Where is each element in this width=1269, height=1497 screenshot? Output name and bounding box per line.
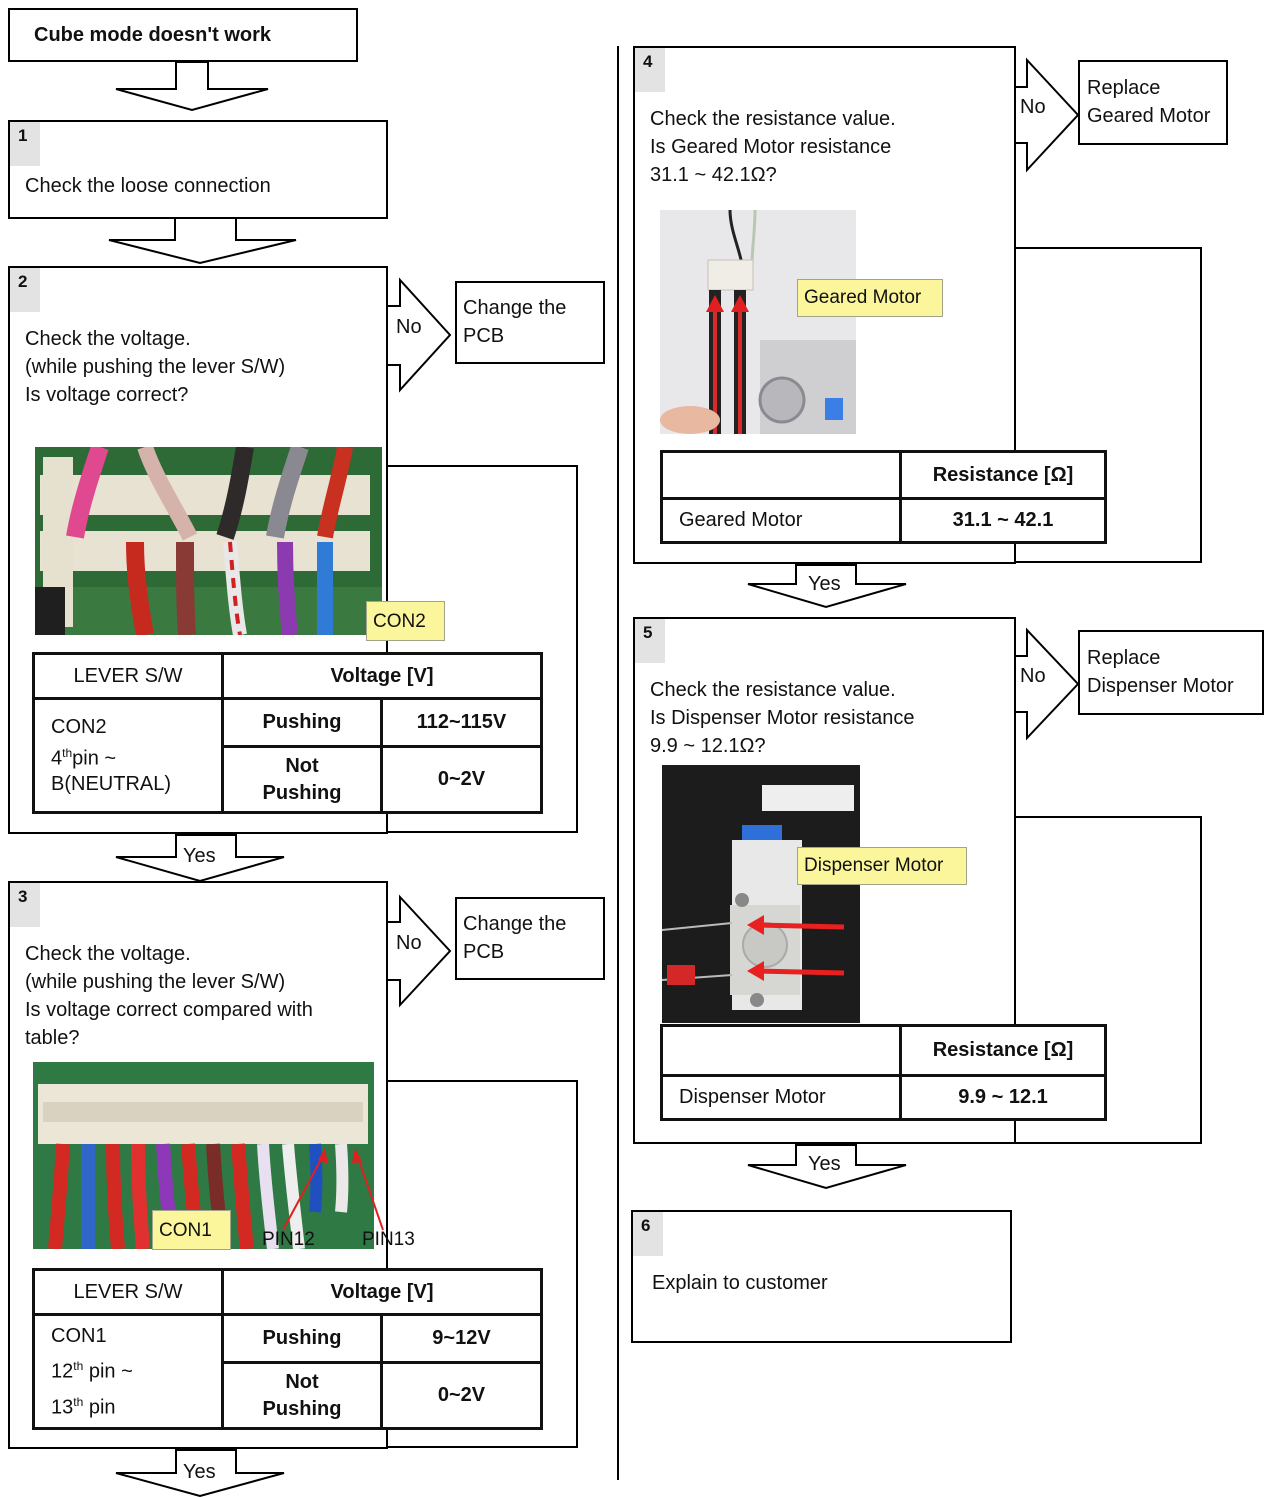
geared-motor-name: Geared Motor	[660, 497, 902, 544]
geared-motor-label: Geared Motor	[797, 279, 943, 317]
step-text: Check the loose connection	[25, 175, 271, 197]
con1-photo-label: CON1	[152, 1210, 231, 1250]
no-label-4: No	[1020, 96, 1046, 118]
con2-neutral: B(NEUTRAL)	[51, 773, 172, 796]
step-text: Check the resistance value. Is Dispenser…	[650, 679, 915, 757]
yes-label-4: Yes	[805, 573, 844, 596]
geared-motor-resistance: 31.1 ~ 42.1	[899, 497, 1107, 544]
dispenser-motor-photo-art	[662, 765, 860, 1023]
pushing-label: Pushing	[221, 697, 383, 748]
down-arrow-1-to-2	[108, 217, 297, 265]
step-text: Check the voltage. (while pushing the le…	[25, 943, 313, 1049]
pin-rest: pin	[83, 1396, 116, 1419]
step-number: 1	[10, 122, 40, 166]
pin-number: 13	[51, 1396, 74, 1419]
table-header-voltage: Voltage [V]	[221, 652, 543, 700]
step-6-box: 6 Explain to customer	[631, 1210, 1012, 1343]
con2-pin-cell: CON2 4thpin ~ B(NEUTRAL)	[32, 697, 224, 814]
con2-name: CON2	[51, 715, 107, 738]
step-5-no-action-box: Replace Dispenser Motor	[1078, 630, 1264, 715]
step-3-no-action-box: Change the PCB	[455, 897, 605, 980]
step-3-voltage-table: LEVER S/W Voltage [V] CON1 12th pin ~ 13…	[32, 1268, 543, 1430]
no-label-2: No	[396, 316, 422, 338]
dispenser-motor-resistance: 9.9 ~ 12.1	[899, 1074, 1107, 1121]
dispenser-motor-label: Dispenser Motor	[797, 847, 967, 885]
pushing-voltage: 112~115V	[380, 697, 543, 748]
no-label-3: No	[396, 932, 422, 954]
dispenser-motor-name: Dispenser Motor	[660, 1074, 902, 1121]
step-4-resistance-table: Resistance [Ω] Geared Motor 31.1 ~ 42.1	[660, 450, 1107, 544]
not-pushing-voltage: 0~2V	[380, 745, 543, 814]
step-text: Check the voltage. (while pushing the le…	[25, 328, 286, 406]
pushing-voltage: 9~12V	[380, 1313, 543, 1364]
con2-connector-photo	[35, 447, 382, 635]
title-box: Cube mode doesn't work	[8, 8, 358, 62]
step-1-box: 1 Check the loose connection	[8, 120, 388, 219]
step-number: 6	[633, 1212, 663, 1256]
no-action-text: Replace Dispenser Motor	[1087, 647, 1234, 697]
pin-number: 4	[51, 747, 63, 770]
con1-pin-line-1: 12th pin ~	[51, 1351, 213, 1387]
con2-photo-label: CON2	[366, 601, 445, 641]
pin-suffix: th	[62, 745, 73, 760]
step-5-resistance-table: Resistance [Ω] Dispenser Motor 9.9 ~ 12.…	[660, 1024, 1107, 1121]
pin-rest: pin ~	[83, 1360, 133, 1383]
yes-label-2: Yes	[180, 845, 219, 868]
step-text: Check the resistance value. Is Geared Mo…	[650, 108, 896, 186]
con1-pin-cell: CON1 12th pin ~ 13th pin	[32, 1313, 224, 1430]
not-pushing-voltage: 0~2V	[380, 1361, 543, 1430]
step-number: 4	[635, 48, 665, 92]
table-header-empty	[660, 450, 902, 500]
dispenser-motor-photo	[662, 765, 860, 1023]
no-action-text: Change the PCB	[463, 913, 567, 963]
step-number: 5	[635, 619, 665, 663]
pin-number: 12	[51, 1360, 74, 1383]
step-4-no-action-box: Replace Geared Motor	[1078, 60, 1228, 145]
step-2-no-action-box: Change the PCB	[455, 281, 605, 364]
pushing-label: Pushing	[221, 1313, 383, 1364]
not-pushing-label: Not Pushing	[221, 745, 383, 814]
table-header-resistance: Resistance [Ω]	[899, 1024, 1107, 1077]
step-number: 3	[10, 883, 40, 927]
table-header-resistance: Resistance [Ω]	[899, 450, 1107, 500]
table-header-lever: LEVER S/W	[32, 652, 224, 700]
geared-motor-photo	[660, 210, 856, 434]
pin-suffix: th	[73, 1358, 84, 1373]
con1-pin-line-2: 13th pin	[51, 1387, 213, 1423]
no-label-5: No	[1020, 665, 1046, 687]
diagram-title: Cube mode doesn't work	[34, 24, 272, 46]
step-text: Explain to customer	[652, 1272, 828, 1294]
down-arrow-title-to-1	[115, 61, 269, 112]
pin-rest: pin ~	[72, 747, 117, 770]
step-number: 2	[10, 268, 40, 312]
not-pushing-label: Not Pushing	[221, 1361, 383, 1430]
no-action-text: Change the PCB	[463, 297, 567, 347]
step-2-voltage-table: LEVER S/W Voltage [V] CON2 4thpin ~ B(NE…	[32, 652, 543, 814]
con1-name: CON1	[51, 1324, 107, 1347]
table-header-voltage: Voltage [V]	[221, 1268, 543, 1316]
table-header-empty	[660, 1024, 902, 1077]
con2-photo-art	[35, 447, 382, 635]
pin13-label: PIN13	[362, 1229, 415, 1250]
pin-suffix: th	[73, 1394, 84, 1409]
table-header-lever: LEVER S/W	[32, 1268, 224, 1316]
pin12-label: PIN12	[262, 1229, 315, 1250]
geared-motor-photo-art	[660, 210, 856, 434]
yes-label-3: Yes	[180, 1461, 219, 1484]
no-action-text: Replace Geared Motor	[1087, 77, 1211, 127]
con2-pin-line: 4thpin ~	[51, 740, 213, 772]
yes-label-5: Yes	[805, 1153, 844, 1176]
